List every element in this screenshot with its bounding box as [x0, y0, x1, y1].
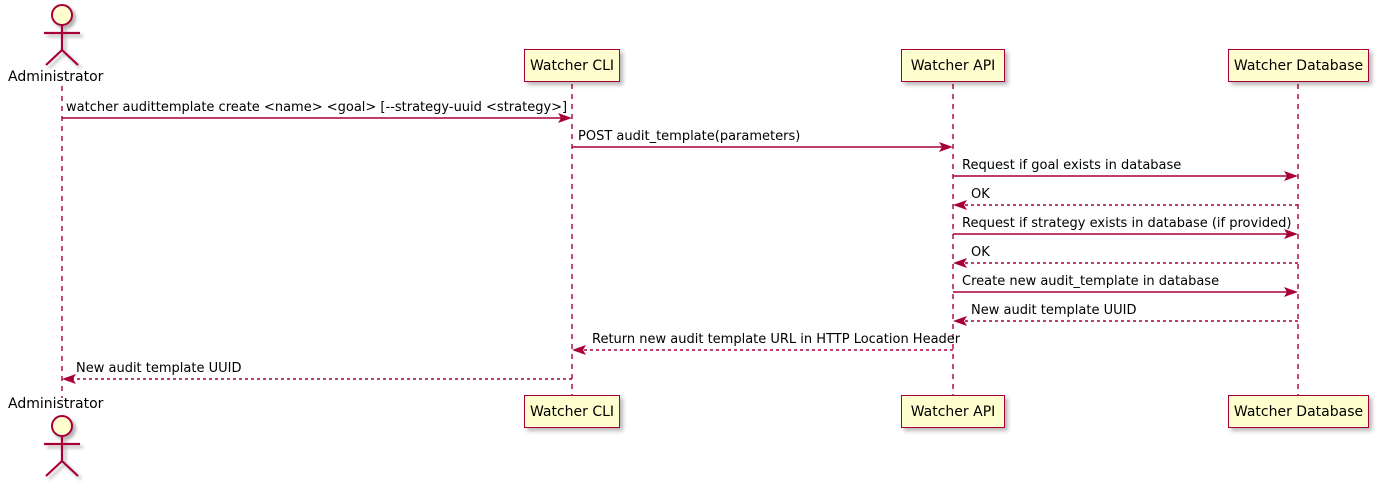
participant-label-watcher-api-bottom: Watcher API [910, 403, 996, 420]
actor-label-administrator-top: Administrator [8, 69, 104, 85]
message-arrow-2 [572, 142, 953, 152]
message-arrow-6 [953, 258, 1298, 268]
participant-box-watcher-cli-bottom[interactable]: Watcher CLI [524, 395, 620, 428]
message-label-3: Request if goal exists in database [962, 158, 1182, 173]
actor-administrator-bottom [44, 415, 80, 477]
message-arrow-1 [62, 113, 572, 123]
message-arrow-3 [953, 171, 1298, 181]
actor-administrator-top [44, 4, 80, 66]
message-label-7: Create new audit_template in database [962, 274, 1220, 289]
message-arrow-8 [953, 316, 1298, 326]
participant-box-watcher-api-bottom[interactable]: Watcher API [901, 395, 1005, 428]
message-label-2: POST audit_template(parameters) [578, 129, 801, 144]
participant-box-watcher-cli-top[interactable]: Watcher CLI [524, 49, 620, 82]
message-label-10: New audit template UUID [76, 361, 242, 376]
message-arrow-10 [62, 374, 572, 384]
message-label-6: OK [971, 245, 990, 260]
participant-label-watcher-cli-top: Watcher CLI [529, 57, 615, 74]
message-label-8: New audit template UUID [971, 303, 1137, 318]
actor-label-administrator-bottom: Administrator [8, 396, 104, 412]
message-arrow-9 [572, 345, 953, 355]
participant-label-watcher-cli-bottom: Watcher CLI [529, 403, 615, 420]
participant-box-watcher-database-bottom[interactable]: Watcher Database [1228, 395, 1369, 428]
participant-label-watcher-database-bottom: Watcher Database [1233, 403, 1364, 420]
message-label-9: Return new audit template URL in HTTP Lo… [592, 332, 961, 347]
message-label-5: Request if strategy exists in database (… [962, 216, 1292, 231]
message-label-1: watcher audittemplate create <name> <goa… [66, 100, 568, 115]
message-arrow-4 [953, 200, 1298, 210]
participant-box-watcher-api-top[interactable]: Watcher API [901, 49, 1005, 82]
message-label-4: OK [971, 187, 990, 202]
lifelines [61, 84, 1299, 398]
participant-box-watcher-database-top[interactable]: Watcher Database [1228, 49, 1369, 82]
participant-label-watcher-database-top: Watcher Database [1233, 57, 1364, 74]
message-arrow-7 [953, 287, 1298, 297]
participant-label-watcher-api-top: Watcher API [910, 57, 996, 74]
message-arrow-5 [953, 229, 1298, 239]
